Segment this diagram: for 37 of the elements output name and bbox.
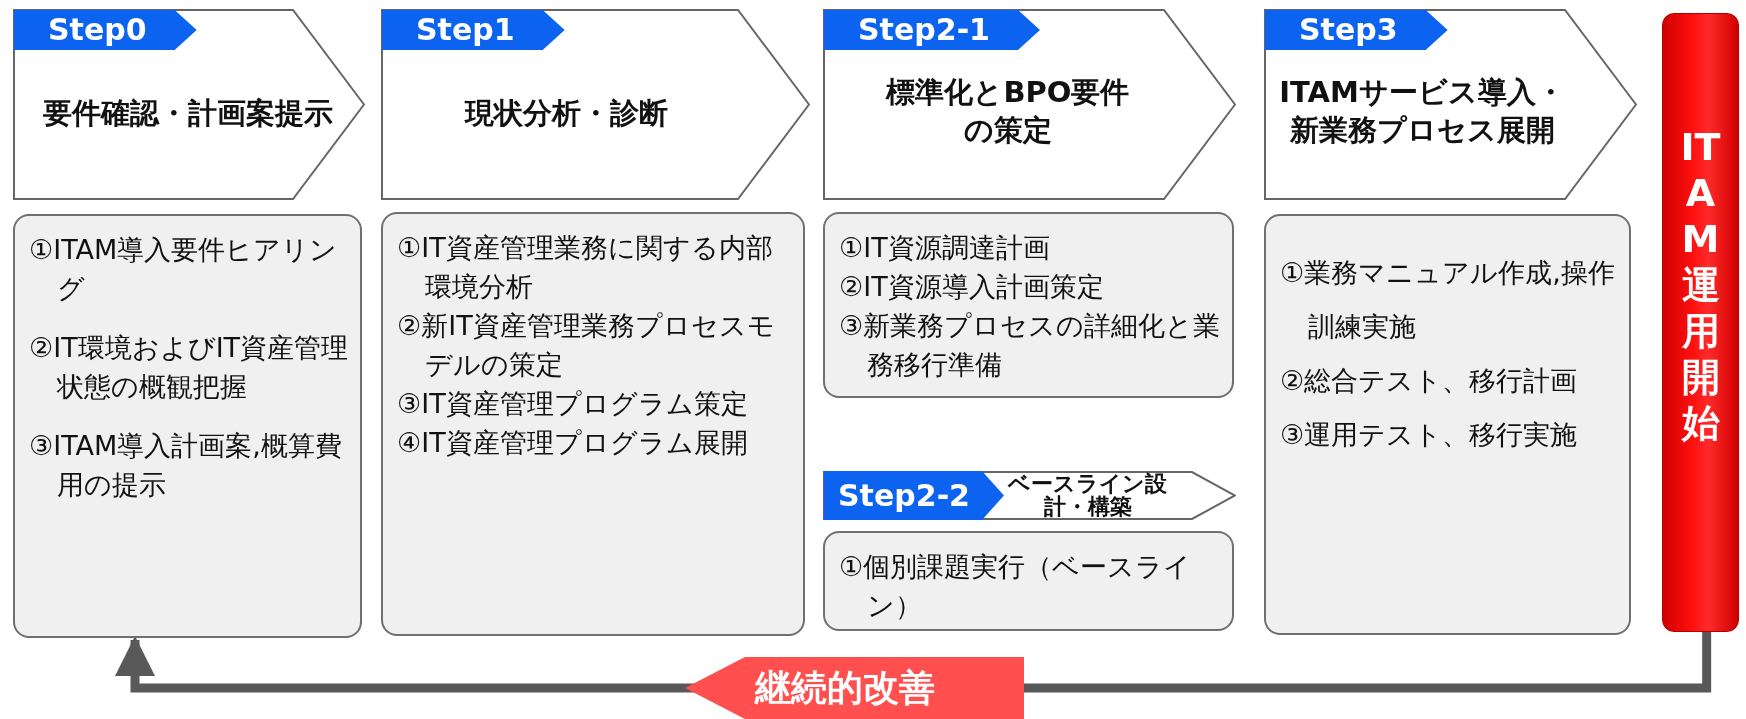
task-item: ①IT資産管理業務に関する内部環境分析 xyxy=(397,231,774,304)
task-list-panel xyxy=(823,212,1234,398)
task-item: ①個別課題実行（ベースライン） xyxy=(839,550,1193,623)
task-item: ②新IT資産管理業務プロセスモデルの策定 xyxy=(397,309,776,382)
step-tag: Step1 xyxy=(382,10,565,50)
task-list-panel xyxy=(1264,214,1631,635)
chevron-step xyxy=(823,9,1236,200)
task-list-panel xyxy=(823,531,1234,631)
task-item: ②IT環境およびIT資産管理状態の概観把握 xyxy=(29,331,350,404)
task-item: ①IT資源調達計画 xyxy=(839,231,1051,265)
step-tag: Step2-1 xyxy=(824,10,1040,50)
task-item: ②総合テスト、移行計画 xyxy=(1280,364,1579,398)
step-title: 現状分析・診断 xyxy=(463,95,669,132)
task-item: ③IT資産管理プログラム策定 xyxy=(397,387,749,421)
task-item: ③運用テスト、移行実施 xyxy=(1280,418,1579,452)
step-title: ITAMサービス導入・新業務プロセス展開 xyxy=(1278,74,1566,149)
step-title: 要件確認・計画案提示 xyxy=(42,95,334,132)
milestone-label: ITAM運用開始 xyxy=(1679,124,1722,446)
step-tag: Step0 xyxy=(14,10,197,50)
chevron-step xyxy=(823,471,1236,520)
edge-label: 継続的改善 xyxy=(685,657,1024,719)
task-list-panel xyxy=(13,214,362,638)
step-tag: Step2-2 xyxy=(824,471,1004,520)
task-list-panel xyxy=(381,212,805,636)
step-title: 標準化とBPO要件の策定 xyxy=(884,74,1131,149)
chevron-step xyxy=(381,9,810,200)
task-item: ①業務マニュアル作成,操作訓練実施 xyxy=(1280,256,1616,344)
task-item: ③新業務プロセスの詳細化と業務移行準備 xyxy=(839,309,1222,382)
task-item: ④IT資産管理プログラム展開 xyxy=(397,426,749,460)
task-item: ①ITAM導入要件ヒアリング xyxy=(29,233,339,306)
task-item: ③ITAM導入計画案,概算費用の提示 xyxy=(29,429,343,502)
chevron-step xyxy=(1264,9,1637,200)
step-title: ベースライン設計・構築 xyxy=(1006,472,1168,518)
task-item: ②IT資源導入計画策定 xyxy=(839,270,1105,304)
step-tag: Step3 xyxy=(1265,10,1448,50)
milestone-bar xyxy=(1662,13,1739,632)
chevron-step xyxy=(13,9,365,200)
